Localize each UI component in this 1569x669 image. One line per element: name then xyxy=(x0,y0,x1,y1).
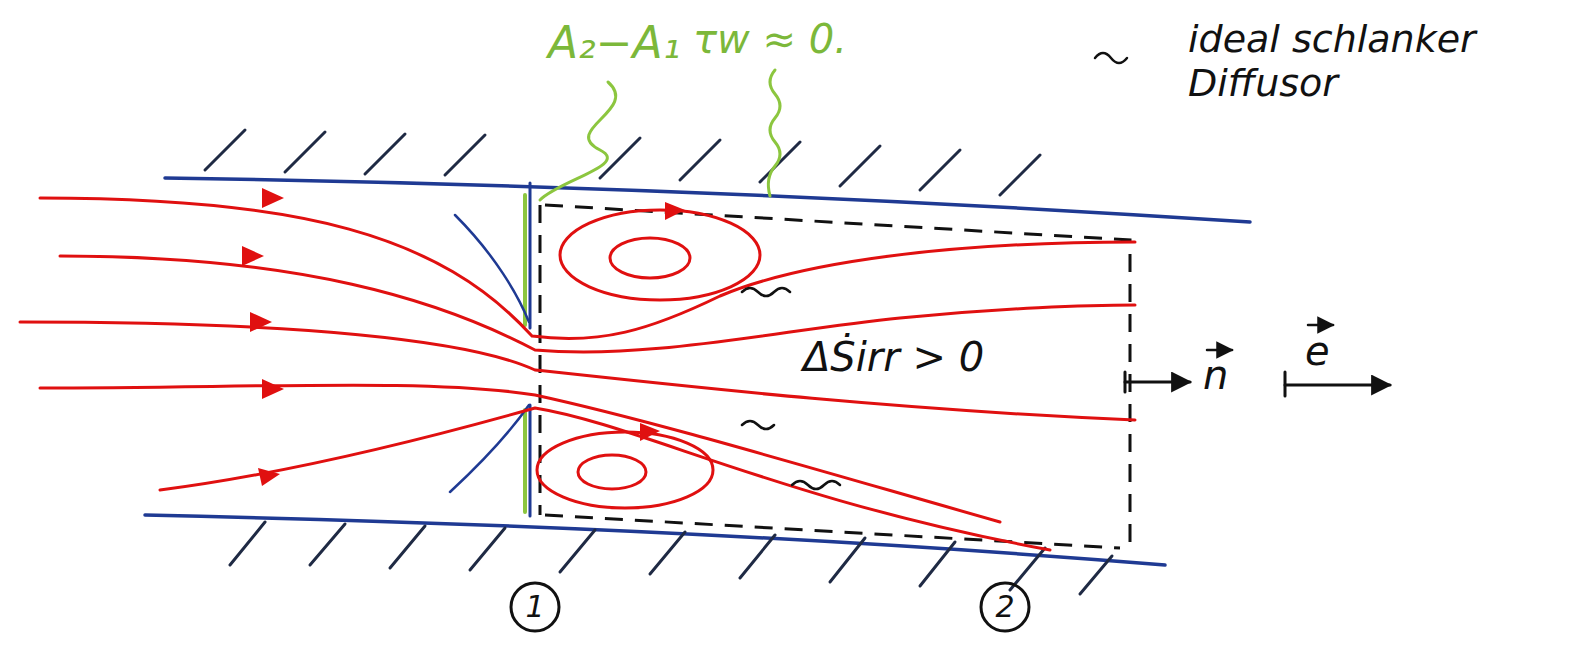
unit-vector-label: e xyxy=(1302,328,1333,374)
normal-vector-label: n xyxy=(1200,352,1231,398)
area-label: A₂−A₁ xyxy=(545,18,683,69)
entropy-label: ΔṠirr > 0 xyxy=(800,334,987,380)
squiggle xyxy=(742,53,1127,489)
streamline xyxy=(20,198,1135,550)
leader-line xyxy=(540,70,780,200)
wall-stress-label: τw ≈ 0. xyxy=(690,16,850,62)
flow-arrowhead xyxy=(242,188,685,486)
diffuser-note: ideal schlanker Diffusor xyxy=(1185,18,1531,105)
vector-arrow xyxy=(1125,325,1390,396)
section-number: 1 xyxy=(522,590,547,625)
wall-hatching xyxy=(205,130,1112,594)
section-circle xyxy=(511,583,1029,631)
section-number: 2 xyxy=(992,590,1017,625)
channel-wall xyxy=(145,178,1250,565)
control-volume xyxy=(540,205,1130,548)
